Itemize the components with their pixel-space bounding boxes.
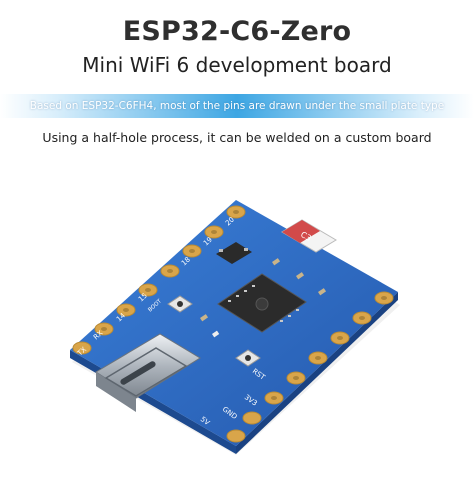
reset-button xyxy=(235,349,261,367)
info-banner-text: Based on ESP32-C6FH4, most of the pins a… xyxy=(29,100,445,112)
board-edge-right xyxy=(236,292,398,454)
pin-label-19: 19 xyxy=(202,236,214,248)
boot-button xyxy=(167,295,193,313)
voltage-regulator xyxy=(216,242,252,264)
pin-label-15: 15 xyxy=(137,292,149,304)
pin-label-20: 20 xyxy=(224,216,236,228)
page-subtitle: Mini WiFi 6 development board xyxy=(82,53,392,77)
usb-c-connector xyxy=(95,333,201,412)
esp32-c6-chip xyxy=(217,273,307,333)
ceramic-antenna: C3 xyxy=(281,219,337,253)
passive-components xyxy=(200,258,327,338)
pin-label-18: 18 xyxy=(180,256,192,268)
info-banner xyxy=(0,94,474,118)
process-note: Using a half-hole process, it can be wel… xyxy=(42,130,432,145)
page-title: ESP32-C6-Zero xyxy=(122,16,352,47)
